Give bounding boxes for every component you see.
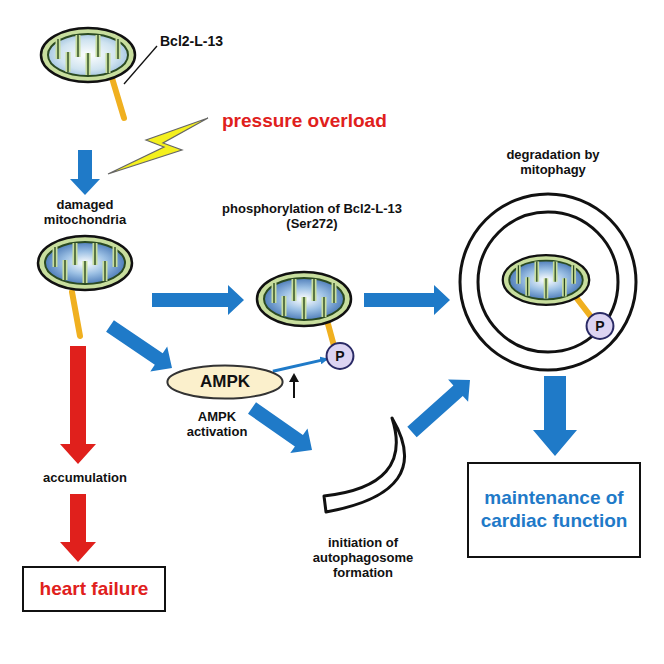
phosphate-circle: P — [326, 342, 354, 370]
flow-arrow — [248, 402, 312, 453]
annotation-label: phosphorylation of Bcl2-L-13 (Ser272) — [222, 202, 402, 232]
flow-arrow — [106, 320, 172, 371]
flow-arrow — [364, 285, 450, 315]
bcl2-tab — [328, 324, 334, 346]
outcome-box: heart failure — [22, 566, 166, 612]
annotation-label: accumulation — [20, 471, 150, 486]
leader-line — [124, 46, 157, 84]
annotation-label: pressure overload — [222, 110, 442, 132]
bcl2-tab — [575, 296, 592, 318]
node-text: P — [335, 348, 344, 365]
flow-arrow — [60, 346, 96, 464]
mitochondrion — [38, 236, 132, 290]
node-text: AMPK — [200, 372, 250, 392]
flow-arrow — [533, 376, 577, 456]
isolation-membrane — [324, 418, 405, 512]
flow-arrow — [407, 380, 470, 438]
activation-arrow — [273, 359, 326, 371]
autophagosome-outer — [460, 194, 636, 370]
mitochondrion — [257, 272, 351, 326]
lightning-bolt — [108, 118, 208, 174]
autophagosome-inner — [478, 212, 618, 352]
flow-arrow — [70, 150, 100, 195]
increase-arrow — [293, 380, 295, 398]
bcl2-tab — [112, 78, 124, 118]
enzyme-ellipse: AMPK — [165, 364, 285, 400]
flow-arrow — [60, 494, 96, 562]
annotation-label: AMPK activation — [176, 410, 258, 440]
flow-arrow — [152, 285, 244, 315]
node-text: heart failure — [40, 578, 149, 601]
annotation-label: degradation by mitophagy — [488, 148, 618, 178]
mitochondrion — [503, 255, 589, 305]
annotation-label: damaged mitochondria — [25, 198, 145, 228]
phosphate-circle: P — [586, 312, 614, 340]
increase-arrow-head — [289, 373, 299, 382]
node-text: maintenance of cardiac function — [479, 487, 629, 533]
annotation-label: initiation of autophagosome formation — [304, 536, 422, 581]
bcl2-tab — [72, 292, 80, 336]
annotation-label: Bcl2-L-13 — [160, 33, 270, 49]
mitochondrion — [41, 28, 135, 82]
outcome-box: maintenance of cardiac function — [467, 462, 641, 558]
node-text: P — [595, 318, 604, 335]
